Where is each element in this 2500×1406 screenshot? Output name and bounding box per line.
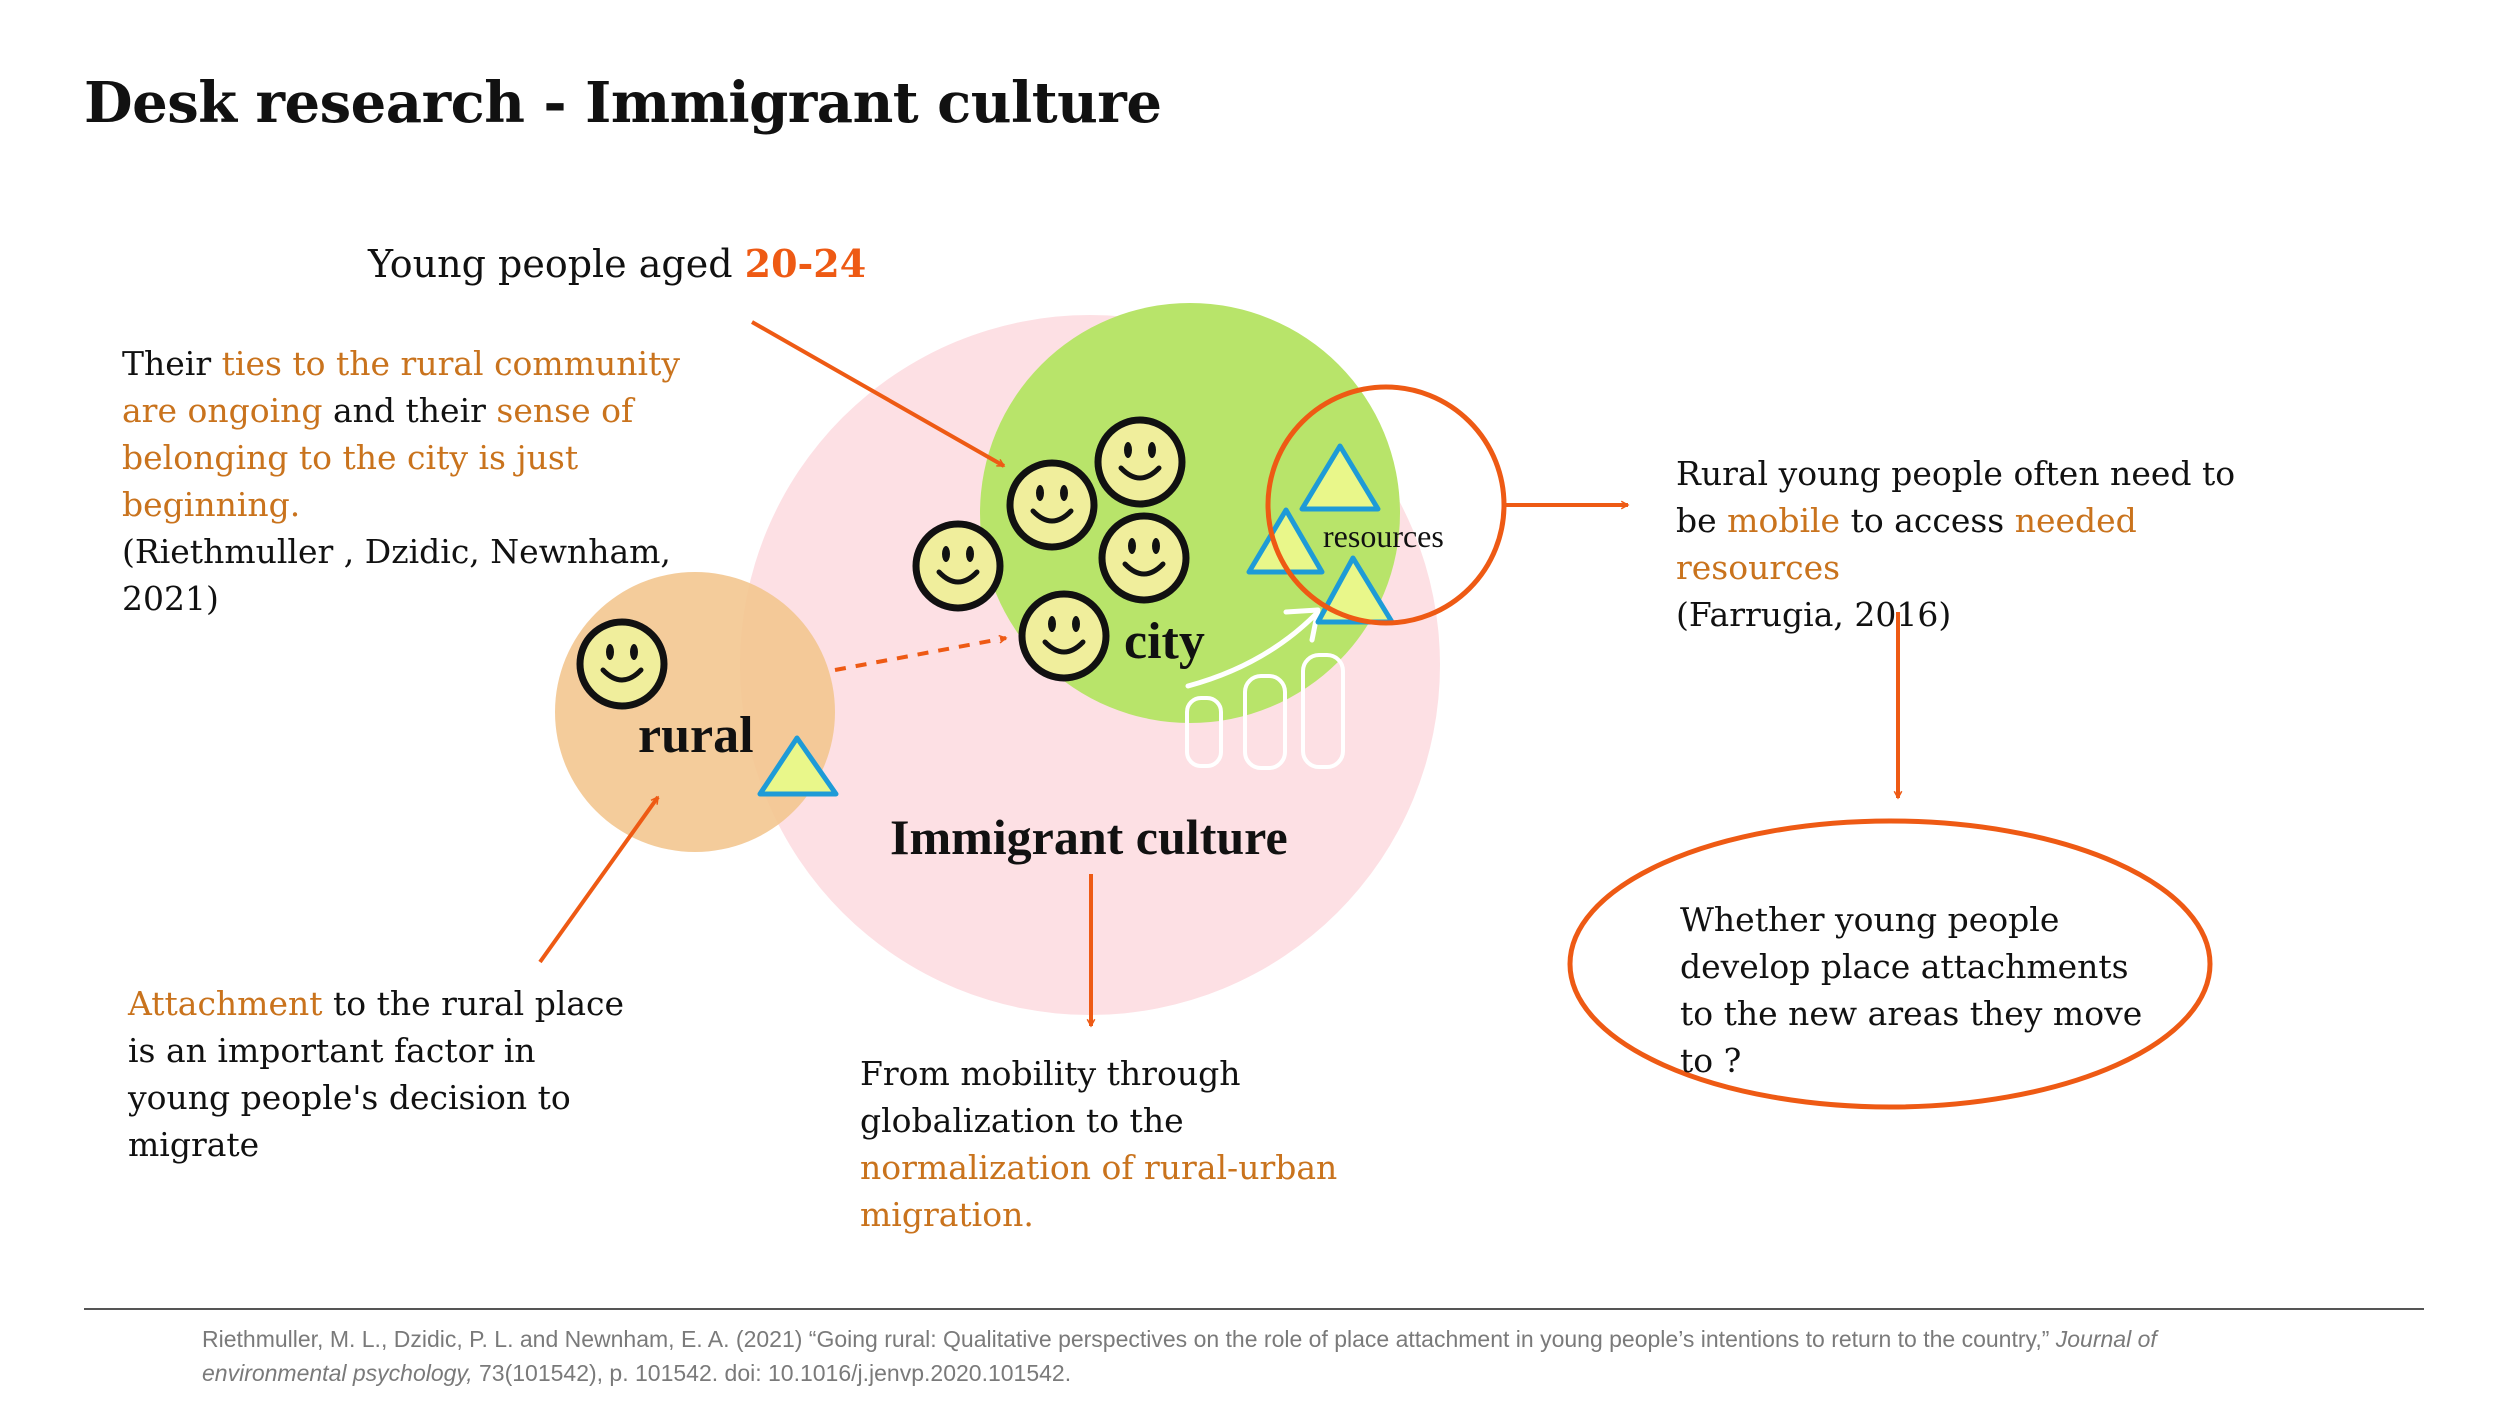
resources-circle — [1265, 384, 1507, 626]
ties-note: Their ties to the rural community are on… — [122, 344, 680, 618]
smiley-city-icon — [912, 520, 1004, 612]
age-group-label: Young people aged 20-24 — [368, 241, 867, 286]
age-range: 20-24 — [744, 241, 867, 286]
smiley-city-icon — [1006, 459, 1098, 551]
smiley-city-icon — [1098, 512, 1190, 604]
reference-citation: Riethmuller, M. L., Dzidic, P. L. and Ne… — [202, 1326, 2157, 1386]
resource-triangle-icon — [1246, 507, 1325, 575]
rural-label: rural — [638, 707, 754, 764]
ties-citation: (Riethmuller , Dzidic, Newnham, 2021) — [122, 532, 671, 618]
age-group-arrow — [751, 320, 1004, 468]
growth-arrow-icon — [1185, 611, 1319, 689]
resource-triangle-icon — [757, 735, 839, 797]
resource-triangle-icon — [1315, 555, 1395, 625]
resources-citation: (Farrugia, 2016) — [1676, 595, 1952, 634]
city-label: city — [1124, 613, 1205, 670]
question-ellipse — [1567, 818, 2213, 1110]
immigrant-culture-label: Immigrant culture — [890, 809, 1288, 865]
mobility-note: From mobility through globalization to t… — [860, 1054, 1338, 1234]
page-title: Desk research - Immigrant culture — [84, 70, 1162, 136]
question-note: Whether young people develop place attac… — [1680, 900, 2143, 1080]
smiley-city-icon — [1094, 416, 1186, 508]
footer-divider — [84, 1308, 2424, 1310]
attachment-note: Attachment to the rural place is an impo… — [128, 984, 625, 1164]
growth-bars-icon — [1185, 653, 1345, 770]
smiley-city-icon — [1018, 590, 1110, 682]
resource-triangle-icon — [1299, 443, 1381, 512]
resources-label: resources — [1323, 518, 1444, 554]
attachment-arrow — [538, 797, 660, 964]
rural-to-city-dashed-arrow — [834, 638, 1006, 672]
resources-note: Rural young people often need to be mobi… — [1676, 454, 2236, 634]
smiley-rural-icon — [576, 618, 668, 710]
